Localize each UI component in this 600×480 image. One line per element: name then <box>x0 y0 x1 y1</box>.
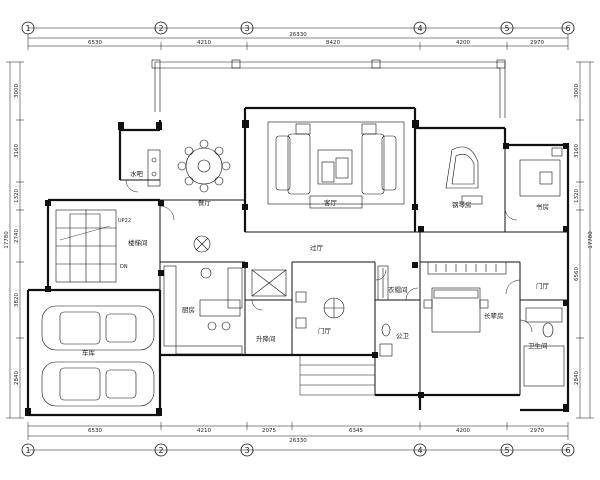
axis-bubble-top-5 <box>500 21 514 35</box>
axis-label: 5 <box>504 24 509 33</box>
dim-top-seg: 2970 <box>530 40 544 46</box>
axis-label: 2 <box>158 24 163 33</box>
kitchen-counters <box>163 265 243 355</box>
dim-top-seg: 4210 <box>197 40 211 46</box>
room-label-public-wc: 公卫 <box>396 332 410 340</box>
axis-top: 1 2 3 4 5 6 <box>21 21 575 35</box>
dim-left-overall: 17780 <box>4 231 10 249</box>
piano <box>445 146 483 205</box>
axis-bubble-top-4 <box>413 21 427 35</box>
dim-right: 3160 <box>574 144 580 158</box>
axis-label: 3 <box>244 24 249 33</box>
dim-top-seg: 6530 <box>88 40 102 46</box>
dim-bottom-seg: 4210 <box>197 428 211 434</box>
dim-top-seg: 8420 <box>326 40 340 46</box>
axis-bubble-bottom-5 <box>500 443 514 457</box>
bathroom-fixtures <box>379 307 565 387</box>
axis-label: 6 <box>565 446 570 455</box>
axis-label: 5 <box>504 446 509 455</box>
room-label-study: 书房 <box>536 202 549 211</box>
room-label-elder-room: 长辈房 <box>484 311 504 320</box>
dim-left: 2740 <box>14 229 20 243</box>
foyer-decor <box>193 235 345 329</box>
dim-left: 3000 <box>14 84 20 98</box>
axis-label: 6 <box>565 24 570 33</box>
dim-right: 2840 <box>574 371 580 385</box>
dim-bottom-seg: 2970 <box>530 428 544 434</box>
lift-shaft <box>251 269 287 297</box>
room-label-dumbwaiter: 升降间 <box>256 334 276 343</box>
terrace-outline <box>151 59 506 118</box>
dim-bottom-total: 26330 <box>289 438 307 444</box>
dim-bottom-seg: 4200 <box>456 428 470 434</box>
dim-right: 3000 <box>574 84 580 98</box>
front-steps <box>299 354 376 396</box>
room-label-garage: 车库 <box>82 348 96 357</box>
structural-columns <box>25 120 569 416</box>
dim-top-total: 26330 <box>289 32 307 38</box>
axis-bottom: 1 2 3 4 5 6 <box>21 443 575 457</box>
axis-label: 3 <box>244 446 249 455</box>
axis-bubble-bottom-1 <box>21 443 35 457</box>
interior-walls <box>120 145 568 395</box>
elder-bedroom-furniture <box>423 261 507 333</box>
door-swings <box>125 179 533 333</box>
dim-right: 1320 <box>574 189 580 203</box>
water-bar-counter <box>147 149 161 187</box>
axis-label: 4 <box>417 446 422 455</box>
dim-left: 3820 <box>14 293 20 307</box>
room-label-stair: 楼梯间 <box>128 238 148 247</box>
dim-top-seg: 4200 <box>456 40 470 46</box>
room-label-piano: 钢琴房 <box>452 200 472 209</box>
axis-bubble-bottom-4 <box>413 443 427 457</box>
dim-left: 3160 <box>14 144 20 158</box>
axis-bubble-bottom-2 <box>154 443 168 457</box>
top-dimensions <box>27 34 569 50</box>
stair-down-label: DN <box>120 264 128 270</box>
axis-bubble-bottom-6 <box>561 443 575 457</box>
axis-bubble-bottom-3 <box>240 443 254 457</box>
room-label-bathroom: 卫生间 <box>528 341 548 350</box>
room-label-foyer: 门厅 <box>318 326 332 335</box>
dim-bottom-seg: 6345 <box>349 428 363 434</box>
room-label-kitchen: 厨房 <box>182 305 195 314</box>
room-label-entry-hall: 门厅 <box>536 281 550 290</box>
living-furniture <box>267 121 405 209</box>
study-desk <box>519 147 563 197</box>
room-label-dining: 餐厅 <box>198 198 212 207</box>
room-label-coat-room: 衣帽间 <box>388 285 408 294</box>
stair-up-label: UP22 <box>118 218 131 224</box>
axis-bubble-top-3 <box>240 21 254 35</box>
left-dimensions <box>6 61 24 419</box>
dim-left: 1320 <box>14 189 20 203</box>
axis-bubble-top-2 <box>154 21 168 35</box>
room-label-corridor: 过厅 <box>310 243 324 252</box>
dim-right-overall: 17780 <box>588 231 594 249</box>
room-label-water-bar: 水吧 <box>130 169 144 178</box>
axis-label: 1 <box>25 24 30 33</box>
dim-bottom-seg: 6530 <box>88 428 102 434</box>
exterior-walls <box>26 106 570 417</box>
bottom-dimensions <box>27 422 569 440</box>
coat-room-racks <box>377 265 389 301</box>
dining-table <box>177 139 231 193</box>
stair <box>55 209 117 283</box>
dim-left: 2840 <box>14 371 20 385</box>
garage-cars <box>41 305 155 407</box>
room-label-living: 客厅 <box>324 198 338 207</box>
axis-label: 1 <box>25 446 30 455</box>
axis-label: 4 <box>417 24 422 33</box>
axis-label: 2 <box>158 446 163 455</box>
dim-right: 6560 <box>574 267 580 281</box>
right-dimensions <box>576 61 594 419</box>
dim-bottom-seg: 2075 <box>262 428 276 434</box>
